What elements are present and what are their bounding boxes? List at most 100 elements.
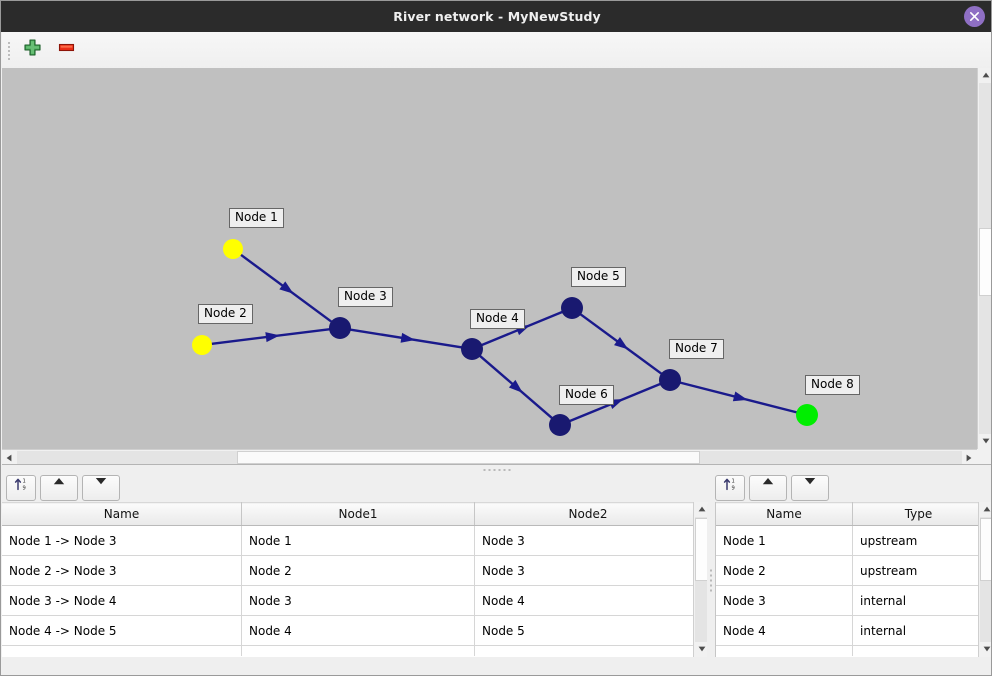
- table-cell[interactable]: Node 5: [474, 615, 693, 646]
- table-filler-row: [2, 645, 693, 656]
- horizontal-splitter[interactable]: [2, 464, 991, 475]
- vscroll-up-arrow[interactable]: [978, 68, 991, 83]
- remove-node-button[interactable]: [54, 38, 78, 62]
- branch-move-down-button[interactable]: [82, 475, 120, 501]
- graph-node[interactable]: [461, 338, 483, 360]
- table-cell[interactable]: Node 1 -> Node 3: [2, 525, 242, 556]
- graph-node-label[interactable]: Node 4: [470, 309, 525, 329]
- graph-node[interactable]: [223, 239, 243, 259]
- edge-arrowhead: [265, 332, 280, 343]
- table-cell[interactable]: internal: [852, 585, 978, 616]
- graph-node[interactable]: [796, 404, 818, 426]
- column-header[interactable]: Node2: [474, 502, 693, 526]
- table-cell[interactable]: Node 4: [241, 615, 475, 646]
- edge-arrowhead: [732, 391, 748, 402]
- table-cell[interactable]: Node 4: [716, 615, 853, 646]
- graph-node-label[interactable]: Node 3: [338, 287, 393, 307]
- table-cell[interactable]: Node 4: [474, 585, 693, 616]
- vscroll-down-arrow[interactable]: [978, 434, 991, 449]
- node-scroll-thumb[interactable]: [980, 518, 991, 581]
- diagram-horizontal-scrollbar[interactable]: [2, 449, 977, 464]
- hscroll-thumb[interactable]: [237, 451, 700, 464]
- network-canvas[interactable]: Node 1 Node 2 Node 3 Node 4 Node 5 Node 6 Node…: [2, 68, 977, 449]
- branch-scroll-down-arrow[interactable]: [694, 642, 709, 657]
- table-filler-cell: [2, 645, 242, 656]
- vscroll-thumb[interactable]: [979, 228, 991, 296]
- vertical-splitter[interactable]: [707, 504, 715, 659]
- table-cell[interactable]: upstream: [852, 555, 978, 586]
- table-cell[interactable]: Node 2 -> Node 3: [2, 555, 242, 586]
- graph-node[interactable]: [561, 297, 583, 319]
- node-scroll-up-arrow[interactable]: [979, 502, 991, 517]
- graph-node[interactable]: [192, 335, 212, 355]
- main-toolbar: [2, 32, 991, 69]
- svg-text:1: 1: [732, 479, 735, 485]
- table-cell[interactable]: Node 2: [241, 555, 475, 586]
- node-sort-button[interactable]: 1 9: [715, 475, 745, 501]
- table-cell[interactable]: Node 3: [241, 585, 475, 616]
- table-cell[interactable]: Node 2: [716, 555, 853, 586]
- table-cell[interactable]: Node 3: [474, 525, 693, 556]
- node-move-up-button[interactable]: [749, 475, 787, 501]
- graph-node-label[interactable]: Node 2: [198, 304, 253, 324]
- node-move-down-button[interactable]: [791, 475, 829, 501]
- add-node-button[interactable]: [20, 38, 44, 62]
- table-cell[interactable]: Node 1: [716, 525, 853, 556]
- splitter-grip: [483, 469, 511, 471]
- toolbar-grip[interactable]: [7, 40, 12, 60]
- graph-node-label[interactable]: Node 8: [805, 375, 860, 395]
- table-cell[interactable]: Node 3: [474, 555, 693, 586]
- edge-arrowhead: [614, 337, 629, 350]
- branch-move-up-button[interactable]: [40, 475, 78, 501]
- diagram-vertical-scrollbar[interactable]: [977, 68, 991, 449]
- node-table-scrollbar[interactable]: [978, 502, 991, 657]
- hscroll-right-arrow[interactable]: [962, 450, 977, 465]
- branch-sort-button[interactable]: 1 9: [6, 475, 36, 501]
- edge-arrowhead: [400, 332, 416, 343]
- graph-node-label[interactable]: Node 6: [559, 385, 614, 405]
- column-header[interactable]: Type: [852, 502, 978, 526]
- column-header[interactable]: Name: [716, 502, 853, 526]
- column-header[interactable]: Name: [2, 502, 242, 526]
- table-cell[interactable]: internal: [852, 615, 978, 646]
- graph-node-label[interactable]: Node 1: [229, 208, 284, 228]
- table-cell[interactable]: upstream: [852, 525, 978, 556]
- table-filler-cell: [716, 645, 853, 656]
- node-scroll-down-arrow[interactable]: [979, 642, 991, 657]
- graph-node-label[interactable]: Node 5: [571, 267, 626, 287]
- graph-node[interactable]: [549, 414, 571, 436]
- column-header[interactable]: Node1: [241, 502, 475, 526]
- graph-node-label[interactable]: Node 7: [669, 339, 724, 359]
- table-cell[interactable]: Node 4 -> Node 5: [2, 615, 242, 646]
- close-icon[interactable]: [964, 6, 985, 27]
- graph-node[interactable]: [659, 369, 681, 391]
- window-title: River network - MyNewStudy: [393, 9, 601, 24]
- table-cell[interactable]: Node 3: [716, 585, 853, 616]
- table-cell[interactable]: Node 3 -> Node 4: [2, 585, 242, 616]
- graph-node[interactable]: [329, 317, 351, 339]
- table-cell[interactable]: Node 1: [241, 525, 475, 556]
- branch-scroll-up-arrow[interactable]: [694, 502, 709, 517]
- branch-table-scrollbar[interactable]: [693, 502, 708, 657]
- hscroll-left-arrow[interactable]: [2, 450, 17, 465]
- network-diagram-panel: Node 1 Node 2 Node 3 Node 4 Node 5 Node 6 Node…: [2, 68, 991, 464]
- branch-table-toolbar: 1 9: [2, 474, 707, 502]
- nodes-layer: [192, 239, 818, 436]
